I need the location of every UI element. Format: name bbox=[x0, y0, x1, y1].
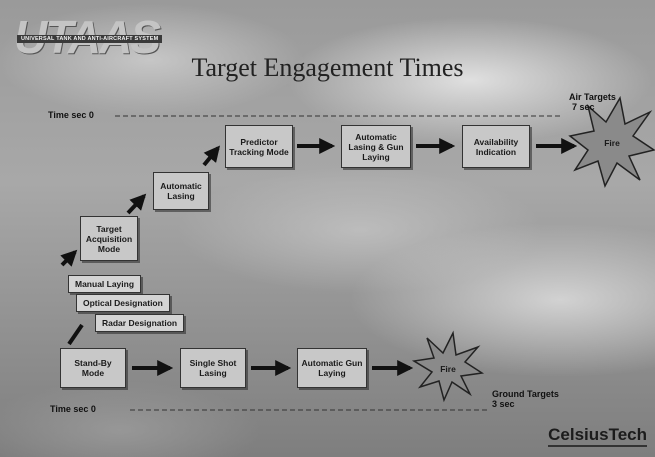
ground-time-label: Time sec 0 bbox=[50, 404, 96, 414]
air-fire-starburst bbox=[568, 95, 655, 189]
slide-title: Target Engagement Times bbox=[191, 53, 464, 82]
ground-targets-label: Ground Targets 3 sec bbox=[492, 389, 559, 409]
stand-by-mode-box: Stand-By Mode bbox=[60, 348, 126, 388]
automatic-gun-laying-box: Automatic Gun Laying bbox=[297, 348, 367, 388]
air-targets-label: Air Targets 7 sec bbox=[569, 92, 616, 112]
air-time-label: Time sec 0 bbox=[48, 110, 94, 120]
manual-laying-option: Manual Laying bbox=[68, 275, 142, 293]
arrow-to-auto-lasing bbox=[126, 193, 147, 215]
logo-subtitle: UNIVERSAL TANK AND ANTI-AIRCRAFT SYSTEM bbox=[17, 35, 163, 43]
single-shot-lasing-box: Single Shot Lasing bbox=[180, 348, 246, 388]
target-acquisition-mode-box: Target Acquisition Mode bbox=[80, 216, 138, 261]
automatic-lasing-gun-laying-box: Automatic Lasing & Gun Laying bbox=[341, 125, 411, 168]
arrow-standby-to-options bbox=[67, 323, 84, 346]
automatic-lasing-box: Automatic Lasing bbox=[153, 172, 209, 210]
ground-fire-label: Fire bbox=[440, 364, 456, 374]
ground-fire-starburst bbox=[411, 330, 485, 403]
celsiustech-logo: CelsiusTech bbox=[548, 425, 647, 447]
radar-designation-option: Radar Designation bbox=[95, 314, 185, 332]
arrow-to-predictor bbox=[202, 145, 221, 167]
optical-designation-option: Optical Designation bbox=[76, 294, 170, 312]
air-fire-label: Fire bbox=[604, 138, 620, 148]
availability-indication-box: Availability Indication bbox=[462, 125, 530, 168]
arrow-to-acquisition bbox=[60, 249, 78, 267]
predictor-tracking-mode-box: Predictor Tracking Mode bbox=[225, 125, 293, 168]
